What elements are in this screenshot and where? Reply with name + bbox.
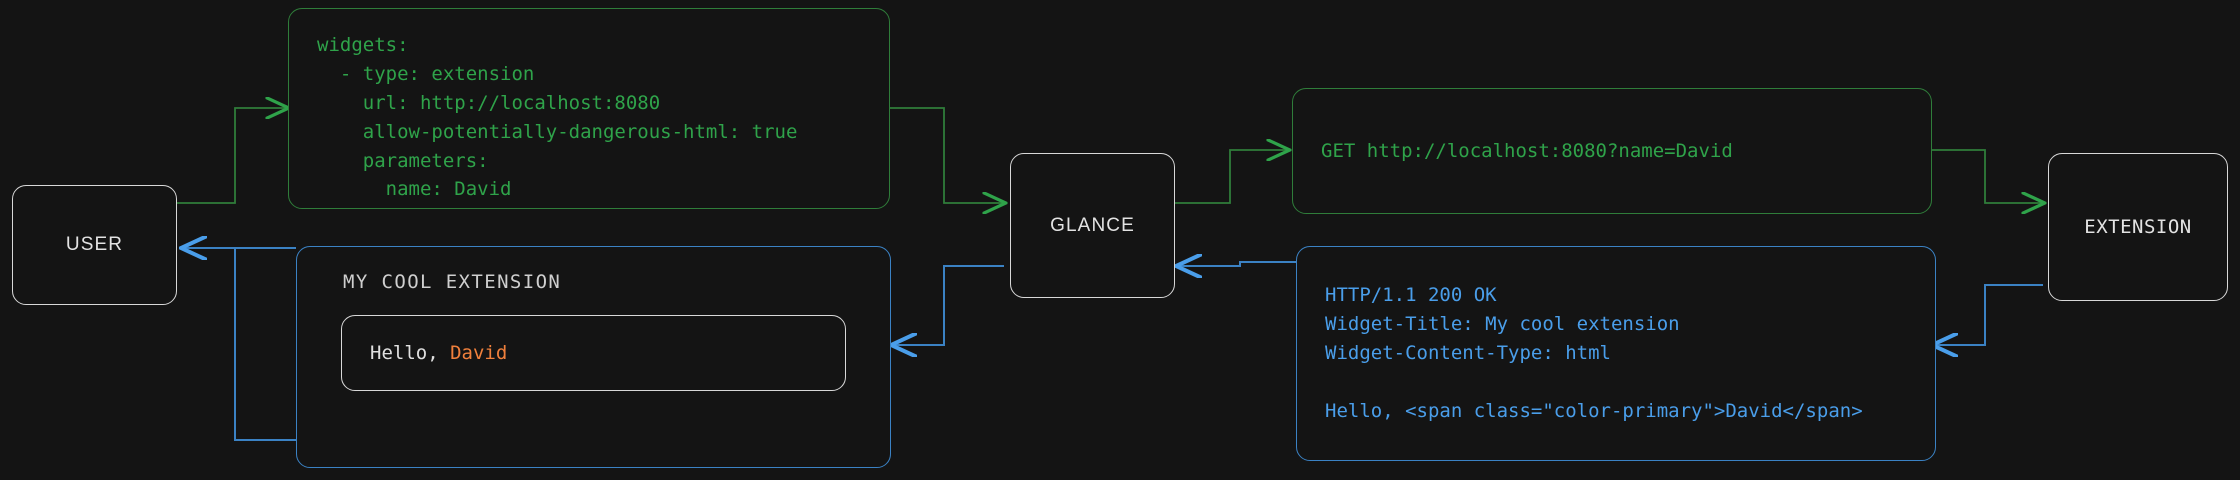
widget-greeting-text: Hello, [370, 342, 451, 364]
node-extension-label: EXTENSION [2084, 216, 2192, 238]
rendered-widget-box: MY COOL EXTENSION Hello, David [296, 246, 891, 468]
http-response-box: HTTP/1.1 200 OK Widget-Title: My cool ex… [1296, 246, 1936, 461]
node-extension[interactable]: EXTENSION [2048, 153, 2228, 301]
arrow-config-to-glance [890, 107, 1004, 203]
node-glance[interactable]: GLANCE [1010, 153, 1175, 298]
arrow-response-to-glance [1178, 262, 1296, 266]
arrow-glance-to-widget [893, 265, 1004, 345]
widget-accent-name: David [450, 342, 508, 364]
node-glance-label: GLANCE [1050, 214, 1135, 236]
rendered-widget-title: MY COOL EXTENSION [343, 271, 562, 293]
arrow-extension-to-response [1934, 284, 2043, 345]
arrow-glance-to-request [1174, 150, 1288, 204]
node-user-label: USER [65, 234, 124, 255]
http-request-text: GET http://localhost:8080?name=David [1321, 139, 1733, 162]
http-request-box: GET http://localhost:8080?name=David [1292, 88, 1932, 214]
config-yaml-text: widgets: - type: extension url: http://l… [317, 34, 798, 201]
arrow-user-to-config [177, 108, 287, 204]
rendered-widget-content: Hello, David [341, 315, 846, 391]
config-yaml-box: widgets: - type: extension url: http://l… [288, 8, 890, 209]
arrow-request-to-extension [1930, 149, 2043, 203]
http-response-text: HTTP/1.1 200 OK Widget-Title: My cool ex… [1325, 284, 1863, 422]
node-user[interactable]: USER [12, 185, 177, 305]
